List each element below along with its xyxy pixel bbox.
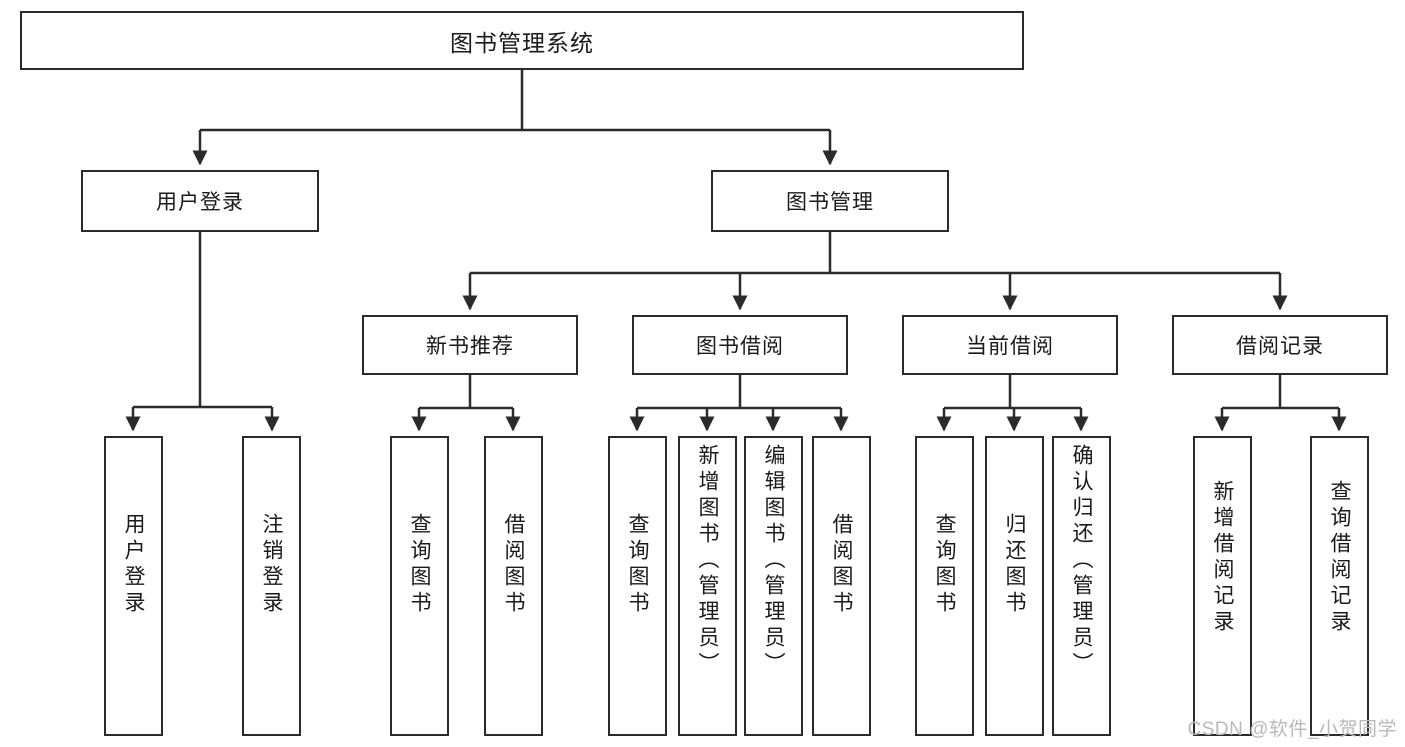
leaf-add-book-admin[interactable]: 新增图书（管理员）: [678, 436, 737, 736]
node-label: 新增借阅记录: [1211, 480, 1234, 636]
node-label: 编辑图书（管理员）: [762, 444, 785, 678]
node-label: 查询借阅记录: [1328, 480, 1351, 636]
node-label: 注销登录: [260, 513, 283, 617]
node-label: 借阅图书: [830, 513, 853, 617]
node-label: 借阅图书: [502, 513, 525, 617]
leaf-add-borrow-record[interactable]: 新增借阅记录: [1193, 436, 1252, 736]
node-label: 归还图书: [1003, 513, 1026, 617]
leaf-user-login[interactable]: 用户登录: [104, 436, 163, 736]
leaf-logout[interactable]: 注销登录: [242, 436, 301, 736]
node-borrow-record[interactable]: 借阅记录: [1172, 315, 1388, 375]
leaf-query-book-borrow[interactable]: 查询图书: [608, 436, 667, 736]
node-label: 借阅记录: [1236, 335, 1324, 358]
node-current-borrow[interactable]: 当前借阅: [902, 315, 1118, 375]
node-label: 查询图书: [933, 513, 956, 617]
leaf-borrow-book[interactable]: 借阅图书: [812, 436, 871, 736]
node-new-book-recommend[interactable]: 新书推荐: [362, 315, 578, 375]
node-label: 图书管理系统: [450, 29, 594, 56]
node-label: 当前借阅: [966, 335, 1054, 358]
node-label: 查询图书: [408, 513, 431, 617]
node-label: 图书管理: [786, 191, 874, 214]
node-user-login[interactable]: 用户登录: [81, 170, 319, 232]
node-label: 用户登录: [156, 191, 244, 214]
node-label: 用户登录: [122, 513, 145, 617]
node-book-management[interactable]: 图书管理: [711, 170, 949, 232]
watermark-text: CSDN @软件_小贺同学: [1187, 719, 1397, 740]
node-label: 新书推荐: [426, 335, 514, 358]
node-root-system[interactable]: 图书管理系统: [20, 11, 1024, 70]
leaf-confirm-return-admin[interactable]: 确认归还（管理员）: [1052, 436, 1111, 736]
node-label: 图书借阅: [696, 335, 784, 358]
node-book-borrow[interactable]: 图书借阅: [632, 315, 848, 375]
leaf-query-book-current[interactable]: 查询图书: [915, 436, 974, 736]
leaf-return-book[interactable]: 归还图书: [985, 436, 1044, 736]
node-label: 查询图书: [626, 513, 649, 617]
leaf-edit-book-admin[interactable]: 编辑图书（管理员）: [744, 436, 803, 736]
leaf-query-borrow-record[interactable]: 查询借阅记录: [1310, 436, 1369, 736]
node-label: 新增图书（管理员）: [696, 444, 719, 678]
leaf-borrow-book-recommend[interactable]: 借阅图书: [484, 436, 543, 736]
leaf-query-book-recommend[interactable]: 查询图书: [390, 436, 449, 736]
node-label: 确认归还（管理员）: [1070, 444, 1093, 678]
